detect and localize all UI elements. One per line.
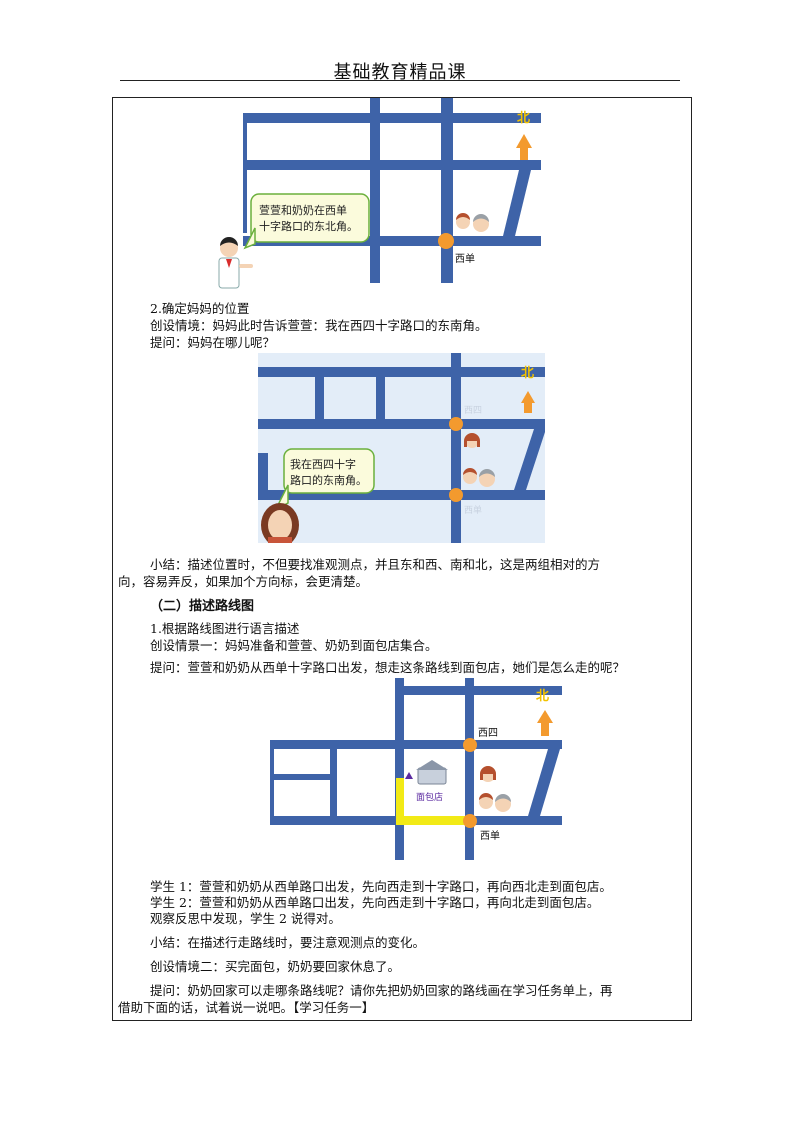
- summary1-line1: 小结：描述位置时，不但要找准观测点，并且东和西、南和北，这是两组相对的方: [150, 557, 601, 572]
- scenario2-text: 创设情境二：买完面包，奶奶要回家休息了。: [150, 959, 401, 974]
- question2-line2: 借助下面的话，试着说一说吧。【学习任务一】: [118, 1000, 375, 1015]
- mother-portrait-icon: [261, 503, 299, 543]
- girl-grandma-icon: [456, 213, 489, 232]
- section2-title: （二）描述路线图: [150, 599, 255, 614]
- north-label: 北: [517, 111, 530, 126]
- route-arrow-icon: [405, 772, 413, 779]
- xidan-label: 西单: [455, 253, 475, 265]
- speech-bubble: [250, 193, 370, 243]
- student2-answer: 学生 2：萱萱和奶奶从西单路口出发，先向西走到十字路口，再向北走到面包店。: [150, 895, 600, 910]
- summary1-line2: 向，容易弄反，如果加个方向标，会更清楚。: [118, 574, 369, 589]
- roads: [258, 353, 545, 543]
- north-label: 北: [521, 366, 534, 381]
- xisi-node: [449, 417, 463, 431]
- north-arrow-icon: [521, 391, 535, 413]
- xidan-node: [463, 814, 477, 828]
- north-arrow-icon: [537, 710, 553, 736]
- mother-icon: [480, 766, 496, 782]
- bakery-label: 面包店: [416, 791, 443, 803]
- mother-icon: [464, 433, 480, 448]
- header-rule: [120, 80, 680, 81]
- section2-question1: 提问：萱萱和奶奶从西单十字路口出发，想走这条路线到面包店，她们是怎么走的呢？: [150, 660, 626, 675]
- summary2-text: 小结：在描述行走路线时，要注意观测点的变化。: [150, 935, 426, 950]
- section-mother-scenario: 创设情境：妈妈此时告诉萱萱：我在西四十字路口的东南角。: [150, 318, 488, 333]
- student1-answer: 学生 1：萱萱和奶奶从西单路口出发，先向西走到十字路口，再向西北走到面包店。: [150, 879, 612, 894]
- reflection-text: 观察反思中发现，学生 2 说得对。: [150, 911, 341, 926]
- xisi-label: 西四: [464, 405, 482, 416]
- map-xidan-position: 北 西单 萱萱和奶奶在西单 十字路口的东北角。: [218, 98, 541, 289]
- map-mother-position: 西四 西单 北 我在西四十字 路口的东南角。: [258, 353, 545, 543]
- route-path: [396, 778, 468, 825]
- xidan-node: [449, 488, 463, 502]
- map-route-bakery: 西四 西单 北 面包店: [270, 678, 562, 860]
- section-mother-heading: 2.确定妈妈的位置: [150, 301, 250, 316]
- section2-sub: 1.根据路线图进行语言描述: [150, 621, 300, 636]
- roads: [270, 678, 562, 860]
- section-mother-question: 提问：妈妈在哪儿呢？: [150, 335, 276, 350]
- xisi-label: 西四: [478, 728, 498, 739]
- speech-bubble: [283, 448, 375, 494]
- girl-student-icon: [218, 237, 253, 289]
- girl-grandma-icon: [479, 793, 511, 812]
- bubble-text-1: 我在西四十字: [290, 457, 356, 471]
- section2-scenario1: 创设情景一：妈妈准备和萱萱、奶奶到面包店集合。: [150, 638, 438, 653]
- xidan-label: 西单: [480, 830, 500, 842]
- bubble-text-2: 路口的东南角。: [290, 473, 367, 487]
- north-label: 北: [536, 689, 549, 704]
- question2-line1: 提问：奶奶回家可以走哪条路线呢？请你先把奶奶回家的路线画在学习任务单上，再: [150, 983, 613, 998]
- roads: [243, 98, 541, 283]
- bubble-text-2: 十字路口的东北角。: [259, 219, 358, 233]
- xidan-node: [438, 233, 454, 249]
- xidan-label: 西单: [464, 504, 482, 516]
- content-frame: [112, 97, 692, 1021]
- bakery-icon: [416, 760, 448, 785]
- bubble-text-1: 萱萱和奶奶在西单: [259, 203, 347, 217]
- page-header-title: 基础教育精品课: [333, 62, 467, 83]
- xisi-node: [463, 738, 477, 752]
- girl-grandma-icon: [463, 468, 495, 487]
- north-arrow-icon: [516, 134, 532, 160]
